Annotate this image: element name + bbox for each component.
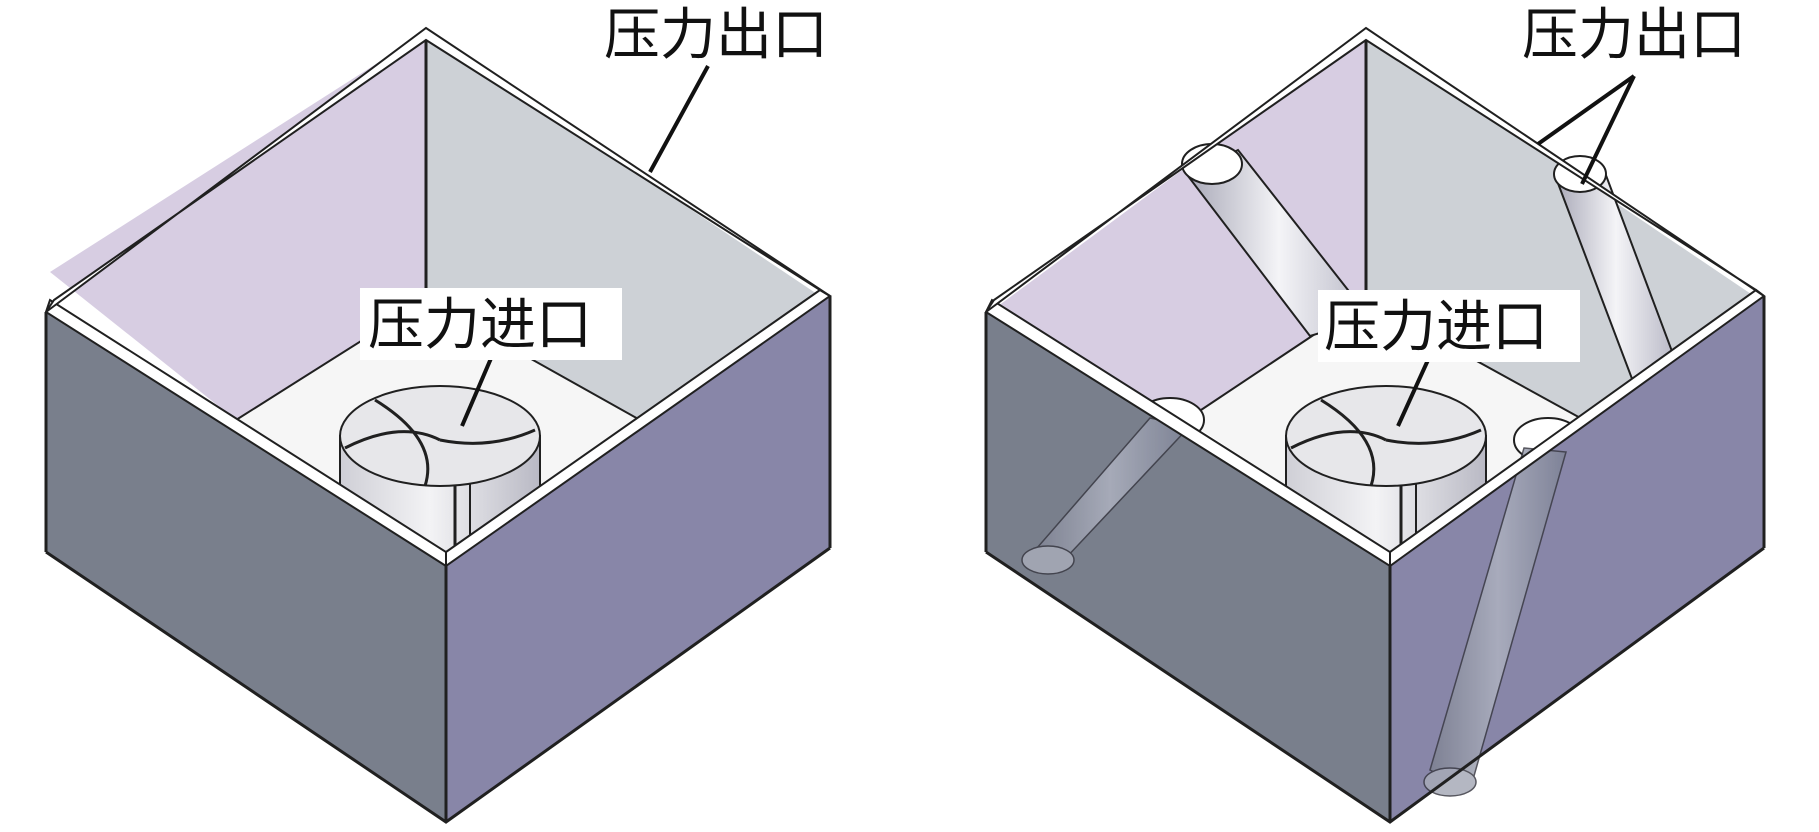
rim-back	[45, 26, 831, 313]
outlet-pipe-front-left	[1021, 417, 1192, 575]
inner-back-left-wall	[50, 32, 426, 420]
label-inlet-right: 压力进口	[1324, 295, 1548, 360]
label-outlet-left: 压力出口	[604, 3, 828, 68]
label-outlet-right: 压力出口	[1522, 3, 1746, 68]
box-without-outlet-pipes: 压力出口 压力进口	[44, 3, 832, 824]
outer-left-face	[986, 312, 1390, 822]
label-inlet-left: 压力进口	[368, 293, 592, 358]
rim-back	[985, 26, 1765, 313]
inner-back-left-wall	[990, 34, 1366, 420]
outer-right-face	[446, 296, 830, 822]
outer-left-face	[46, 312, 446, 822]
box-with-outlet-pipes: 压力出口 压力进口	[984, 3, 1766, 824]
